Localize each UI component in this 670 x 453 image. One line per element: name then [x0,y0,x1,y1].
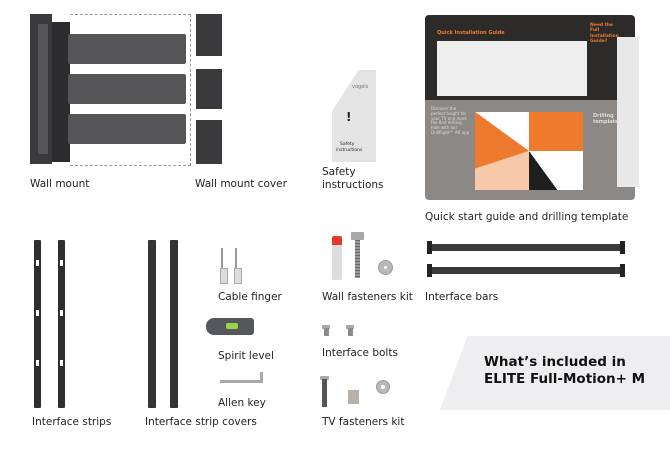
label-safety-line1: Safety [322,166,356,178]
interface-bolt-shaft [324,328,329,336]
banner-background [440,336,670,410]
allen-key-image [220,380,262,383]
banner-title: What’s included in ELITE Full-Motion+ M [484,354,645,388]
interface-strip-image [58,240,65,408]
tv-fasteners-image [320,376,400,410]
quick-start-guide-image: Quick Installation Guide Need the Full I… [425,15,643,202]
label-allen-key: Allen key [218,397,266,409]
booklet-subtitle: instructions [336,148,363,153]
allen-key-bend [260,372,263,383]
interface-strip-image [34,240,41,408]
label-wall-mount-cover: Wall mount cover [195,178,287,190]
guide-full-link: Need the Full Installation Guide? [590,23,619,45]
label-interface-strip-covers: Interface strip covers [145,416,257,428]
drilling-pattern [475,112,583,190]
label-tv-fasteners-kit: TV fasteners kit [322,416,405,428]
wall-mount-cover-image [196,14,222,166]
banner-line1: What’s included in [484,354,626,370]
booklet-brand: vogels [352,84,369,90]
label-wall-mount: Wall mount [30,178,90,190]
booklet-title: Safety [340,142,355,147]
interface-bolt-image [322,325,330,329]
label-quick-start-guide: Quick start guide and drilling template [425,211,629,223]
interface-strip-cover-image [148,240,156,408]
guide-title: Quick Installation Guide [437,30,505,36]
label-wall-fasteners-kit: Wall fasteners kit [322,291,413,303]
wall-mount-image [30,14,191,166]
interface-bolt-shaft [348,328,353,336]
warning-icon: ! [346,110,352,124]
label-cable-finger: Cable finger [218,291,282,303]
interface-bolt-image [346,325,354,329]
interface-strip-cover-image [170,240,178,408]
label-interface-bolts: Interface bolts [322,347,398,359]
safety-instructions-booklet: vogels ! Safety instructions [332,70,376,162]
label-interface-bars: Interface bars [425,291,499,303]
banner-line2: ELITE Full-Motion+ M [484,371,646,387]
wall-fasteners-image [330,232,400,284]
interface-bar-image [427,241,625,254]
guide-discover-text: Discover the perfect height for your TV … [431,106,470,135]
interface-bar-image [427,264,625,277]
label-interface-strips: Interface strips [32,416,112,428]
label-safety-line2: instructions [322,179,384,191]
cable-finger-image [220,248,244,284]
spirit-level-image [206,318,254,335]
label-spirit-level: Spirit level [218,350,274,362]
drilling-template-title: Drilling template [593,113,619,125]
